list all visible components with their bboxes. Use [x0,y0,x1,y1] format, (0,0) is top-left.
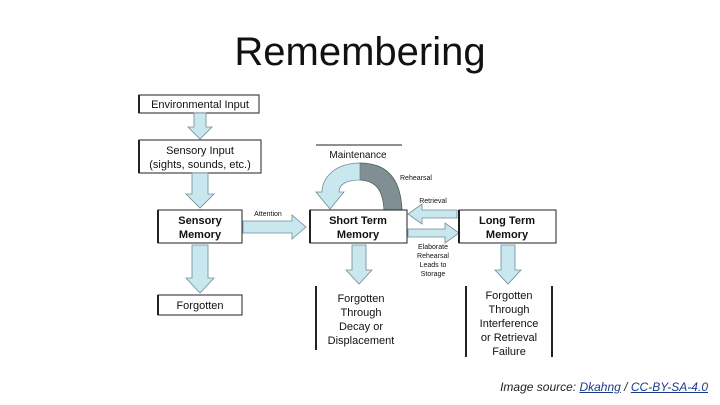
license-link[interactable]: CC-BY-SA-4.0 [630,380,708,394]
forgotten-sensory-box: Forgotten [157,294,243,316]
short-term-memory-label-2: Memory [337,229,380,241]
sensory-memory-label-2: Memory [179,229,222,241]
forgotten-stm-box: Forgotten Through Decay or Displacement [315,286,395,350]
forgotten-ltm-box: Forgotten Through Interference or Retrie… [465,286,553,358]
rehearsal-label: Rehearsal [400,175,432,182]
maintenance-rehearsal-loop [315,162,403,211]
maintenance-label: Maintenance [329,150,387,161]
environmental-input-box: Environmental Input [138,94,260,114]
long-term-memory-label-2: Memory [486,229,529,241]
slide-title: Remembering [234,30,486,74]
sensory-input-label-1: Sensory Input [166,145,234,157]
long-term-memory-label-1: Long Term [479,215,535,227]
image-source-caption: Image source: Dkahng / CC-BY-SA-4.0 [500,380,708,394]
arrow-env-to-sensory-input [187,112,213,140]
arrow-sensory-input-to-sensory-memory [185,172,215,209]
elaborate-label-2: Rehearsal [417,253,449,260]
arrow-attention [242,214,307,240]
forgotten-stm-label-2: Through [341,307,382,319]
short-term-memory-box: Short Term Memory [309,209,408,244]
forgotten-stm-label-1: Forgotten [337,293,384,305]
elaborate-label-3: Leads to [420,262,447,269]
arrow-sensory-memory-to-forgotten [185,244,215,294]
environmental-input-label: Environmental Input [151,99,249,111]
forgotten-ltm-label-1: Forgotten [485,290,532,302]
arrow-ltm-to-forgotten [494,244,522,285]
short-term-memory-label-1: Short Term [329,215,387,227]
forgotten-ltm-label-3: Interference [480,318,539,330]
author-link[interactable]: Dkahng [579,380,621,394]
long-term-memory-box: Long Term Memory [458,209,557,244]
elaborate-label-1: Elaborate [418,244,448,251]
arrow-retrieval [407,203,458,225]
forgotten-ltm-label-2: Through [489,304,530,316]
forgotten-ltm-label-4: or Retrieval [481,332,537,344]
elaborate-label-4: Storage [421,271,446,278]
arrow-elaborate-rehearsal [407,222,460,244]
forgotten-ltm-label-5: Failure [492,346,526,358]
arrow-stm-to-forgotten [345,244,373,285]
sensory-input-label-2: (sights, sounds, etc.) [149,159,251,171]
caption-separator: / [620,380,631,394]
caption-prefix: Image source: [500,380,580,394]
forgotten-stm-label-4: Displacement [328,335,395,347]
retrieval-label: Retrieval [419,198,447,205]
forgotten-sensory-label: Forgotten [176,300,223,312]
sensory-memory-label-1: Sensory [178,215,222,227]
attention-label: Attention [254,211,282,218]
forgotten-stm-label-3: Decay or [339,321,383,333]
sensory-memory-box: Sensory Memory [157,209,243,244]
sensory-input-box: Sensory Input (sights, sounds, etc.) [138,139,262,174]
